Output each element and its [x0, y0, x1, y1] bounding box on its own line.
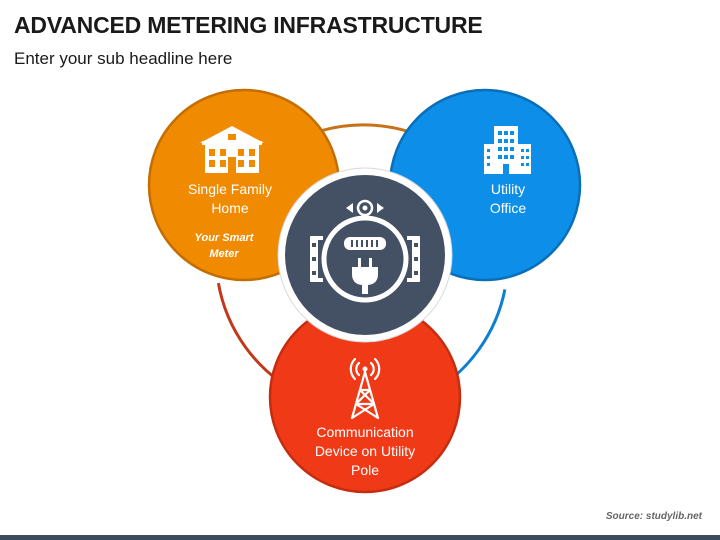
footer-bar — [0, 535, 720, 540]
smart-meter-icon — [310, 199, 420, 303]
page-title: ADVANCED METERING INFRASTRUCTURE — [14, 12, 483, 38]
office-building-icon — [484, 126, 531, 174]
tower-label-line1: Communication — [316, 424, 413, 440]
page-subtitle: Enter your sub headline here — [14, 49, 233, 68]
radio-tower-icon — [349, 357, 381, 420]
home-label-line1: Single Family — [188, 181, 272, 197]
home-label-line2: Home — [211, 200, 249, 216]
office-label-line2: Office — [490, 200, 527, 216]
source-credit: Source: studylib.net — [605, 511, 702, 522]
office-label-line1: Utility — [491, 181, 525, 197]
tower-label-line3: Pole — [351, 462, 379, 478]
house-icon — [200, 126, 264, 173]
home-note-line2: Meter — [209, 248, 239, 260]
smart-meter-node — [277, 167, 453, 343]
home-note-line1: Your Smart — [195, 232, 255, 244]
tower-node: Communication Device on Utility Pole — [268, 300, 462, 494]
tower-label-line2: Device on Utility — [315, 443, 415, 459]
